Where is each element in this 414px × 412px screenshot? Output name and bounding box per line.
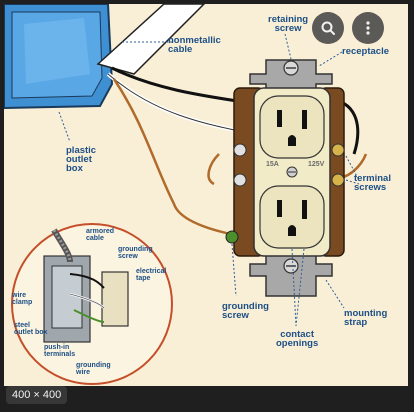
search-button[interactable] [312,12,344,44]
inset-label-grounding-wire: grounding wire [76,362,111,376]
search-icon [320,20,336,36]
label-receptacle: receptacle [342,46,390,57]
armored-cable-inset [11,223,173,385]
inset-label-electrical-tape: electrical tape [136,268,167,282]
retaining-screws [283,60,299,274]
inset-label-armored-cable: armored cable [86,228,115,242]
label-mounting-strap: mounting strap [344,308,388,328]
rating-right: 125V [308,161,325,168]
outlet-wiring-diagram: nonmetallic cable retaining screw recept… [4,4,408,386]
label-terminal-screws: terminal screws [354,173,391,193]
label-plastic-outlet-box: plastic outlet box [66,145,97,174]
image-size-badge: 400 × 400 [6,386,68,404]
more-vert-icon [360,20,376,36]
plastic-outlet-box [4,4,114,110]
inset-label-grounding-screw: grounding screw [118,246,153,260]
label-grounding-screw: grounding screw [222,301,269,321]
more-options-button[interactable] [352,12,384,44]
rating-left: 15A [266,161,279,168]
diagram-illustration [4,4,368,385]
leader-lines [58,33,360,327]
receptacle-body [233,59,345,297]
label-retaining-screw: retaining screw [268,14,309,34]
label-contact-openings: contact openings [276,329,319,349]
inset-label-wire-clamp: wire clamp [12,292,33,306]
inset-label-push-in-terminals: push-in terminals [44,344,76,358]
terminal-screws [225,143,345,244]
inset-label-steel-outlet-box: steel outlet box [14,322,48,336]
label-nonmetallic-cable: nonmetallic cable [168,35,221,55]
